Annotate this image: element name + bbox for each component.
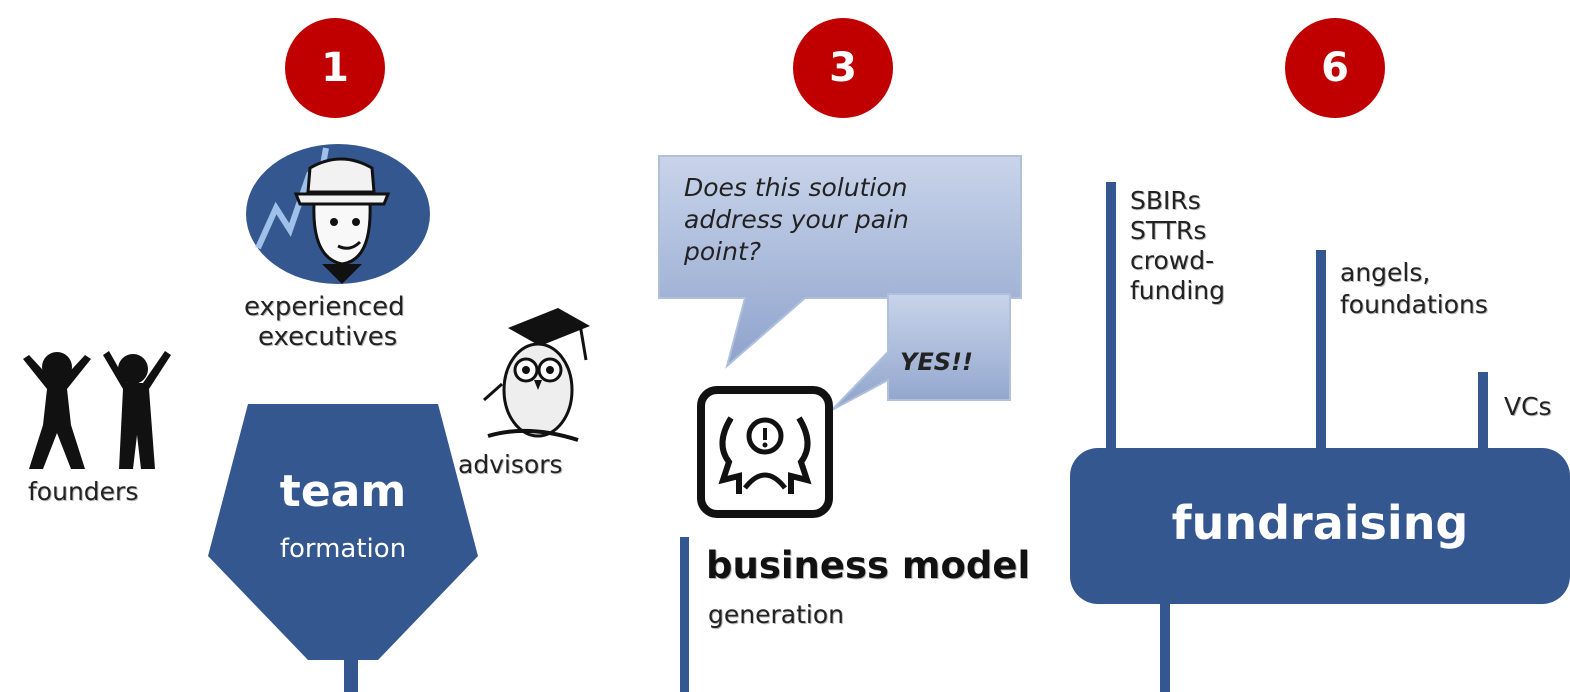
funding-line-2 [1316, 250, 1326, 462]
business-model-bar [680, 537, 689, 692]
executives-label-line2: executives [258, 322, 398, 352]
business-model-subtitle: generation [708, 600, 844, 629]
question-speech-bubble [658, 155, 1022, 369]
team-formation-title: team [279, 466, 407, 517]
business-model-title: business model [706, 544, 1031, 587]
funding-source-foundations: foundations [1340, 290, 1488, 319]
advisors-label: advisors [458, 450, 563, 479]
fundraising-stem [1160, 604, 1170, 692]
founders-icon [23, 351, 171, 469]
funding-source-angels: angels, [1340, 258, 1431, 287]
funding-source-sttrs: STTRs [1130, 216, 1207, 245]
funding-line-3 [1478, 372, 1488, 462]
team-formation-subtitle: formation [279, 534, 407, 564]
executive-icon [246, 144, 430, 284]
founders-label: founders [28, 477, 139, 506]
fundraising-box [1070, 448, 1570, 604]
step-badge-1: 1 [285, 18, 385, 118]
advisor-owl-icon [483, 308, 590, 442]
fundraising-title: fundraising [1171, 496, 1469, 550]
funding-source-vcs: VCs [1504, 392, 1552, 421]
question-text: Does this solution address your pain poi… [684, 173, 909, 266]
team-formation-shape [208, 404, 478, 692]
funding-source-crowd: crowd- [1130, 246, 1215, 275]
step-badge-3: 3 [793, 18, 893, 118]
funding-source-funding: funding [1130, 276, 1226, 305]
funding-source-sbirs: SBIRs [1130, 186, 1201, 215]
answer-text: YES!! [900, 348, 973, 376]
customer-interview-icon [697, 386, 833, 518]
step-badge-6: 6 [1285, 18, 1385, 118]
executives-label-line1: experienced [244, 292, 405, 322]
answer-speech-bubble [831, 293, 1011, 411]
funding-line-1 [1106, 182, 1116, 462]
